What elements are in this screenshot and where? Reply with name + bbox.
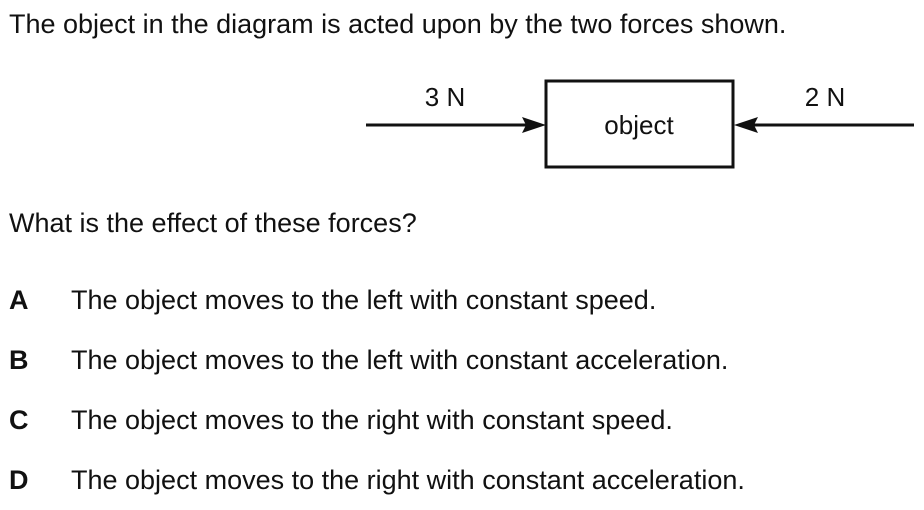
option-a[interactable]: A The object moves to the left with cons… bbox=[9, 270, 745, 330]
option-letter: B bbox=[9, 345, 29, 375]
object-box bbox=[544, 79, 735, 169]
option-b[interactable]: B The object moves to the left with cons… bbox=[9, 330, 745, 390]
right-force-label: 2 N bbox=[805, 82, 845, 112]
option-letter: D bbox=[9, 465, 29, 495]
option-letter: C bbox=[9, 405, 29, 435]
option-text: The object moves to the left with consta… bbox=[71, 285, 657, 315]
option-letter: A bbox=[9, 285, 29, 315]
question-stem: The object in the diagram is acted upon … bbox=[9, 9, 787, 39]
option-text: The object moves to the left with consta… bbox=[71, 345, 729, 375]
option-text: The object moves to the right with const… bbox=[71, 405, 673, 435]
question-prompt: What is the effect of these forces? bbox=[9, 208, 417, 238]
object-label: object bbox=[604, 110, 674, 140]
left-force-arrowhead bbox=[522, 117, 546, 133]
answer-options: A The object moves to the left with cons… bbox=[9, 270, 745, 510]
option-c[interactable]: C The object moves to the right with con… bbox=[9, 390, 745, 450]
option-d[interactable]: D The object moves to the right with con… bbox=[9, 450, 745, 510]
force-diagram: 3 N object 2 N bbox=[366, 79, 914, 169]
right-force-arrowhead bbox=[734, 117, 758, 133]
option-text: The object moves to the right with const… bbox=[71, 465, 745, 495]
left-force-label: 3 N bbox=[425, 82, 465, 112]
